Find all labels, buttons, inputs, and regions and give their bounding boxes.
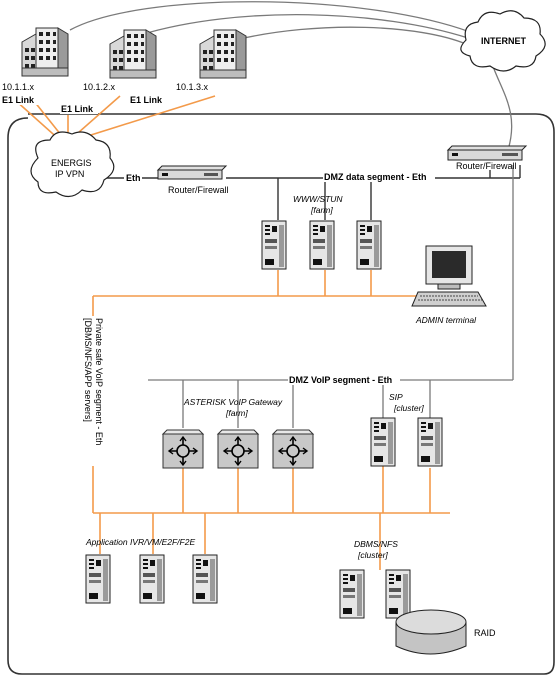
server-icon	[417, 417, 443, 467]
building-icon	[109, 29, 157, 79]
ipvpn-label-line1: ENERGIS	[51, 158, 92, 168]
router-firewall-label-1: Router/Firewall	[168, 185, 229, 195]
server-icon	[309, 220, 335, 270]
www-stun-label-line1: WWW/STUN	[293, 194, 343, 204]
dbms-label-line2: [cluster]	[357, 550, 388, 560]
building-icon	[21, 27, 69, 77]
switch-icon	[162, 429, 204, 469]
private-segment	[92, 270, 450, 570]
dmz-voip-segment-label: DMZ VoIP segment - Eth	[289, 375, 392, 385]
switch-icon	[272, 429, 314, 469]
server-icon	[370, 417, 396, 467]
server-icon	[261, 220, 287, 270]
server-icon	[385, 569, 411, 619]
router-icon	[446, 145, 528, 161]
e1-link-label-2: E1 Link	[61, 104, 94, 114]
site3-subnet: 10.1.3.x	[176, 82, 209, 92]
server-icon	[356, 220, 382, 270]
cloud-icon	[30, 131, 115, 198]
private-segment-label-line1: Private safe VoIP segment - Eth	[94, 318, 104, 445]
switch-icon	[217, 429, 259, 469]
sip-label-line1: SIP	[389, 392, 403, 402]
cloud-icon	[460, 10, 546, 72]
asterisk-label-line2: [farm]	[225, 408, 248, 418]
site2-subnet: 10.1.2.x	[83, 82, 116, 92]
disk-icon	[395, 609, 467, 655]
e1-links	[14, 95, 216, 143]
office-boundary	[7, 113, 555, 675]
server-icon	[85, 554, 111, 604]
server-icon	[139, 554, 165, 604]
dbms-label-line1: DBMS/NFS	[354, 539, 398, 549]
private-segment-label-line2: [DBMS/NFS/APP servers]	[83, 318, 93, 422]
raid-label: RAID	[474, 628, 496, 638]
site1-subnet: 10.1.1.x	[2, 82, 35, 92]
internet-label: INTERNET	[481, 36, 527, 46]
admin-terminal-label: ADMIN terminal	[415, 315, 477, 325]
eth-label: Eth	[126, 173, 141, 183]
ipvpn-label-line2: IP VPN	[55, 169, 84, 179]
router-icon	[156, 165, 228, 180]
building-icon	[199, 29, 247, 79]
router-firewall-label-2: Router/Firewall	[456, 161, 517, 171]
www-stun-label-line2: [farm]	[310, 205, 333, 215]
dmz-data-segment-label: DMZ data segment - Eth	[324, 172, 427, 182]
e1-link-label-3: E1 Link	[130, 95, 163, 105]
server-icon	[339, 569, 365, 619]
server-icon	[192, 554, 218, 604]
workstation-icon	[411, 245, 487, 307]
sip-label-line2: [cluster]	[393, 403, 424, 413]
asterisk-label-line1: ASTERISK VoIP Gateway	[183, 397, 283, 407]
e1-link-label-1: E1 Link	[2, 95, 35, 105]
application-label: Application IVR/VM/E2F/F2E	[85, 537, 195, 547]
